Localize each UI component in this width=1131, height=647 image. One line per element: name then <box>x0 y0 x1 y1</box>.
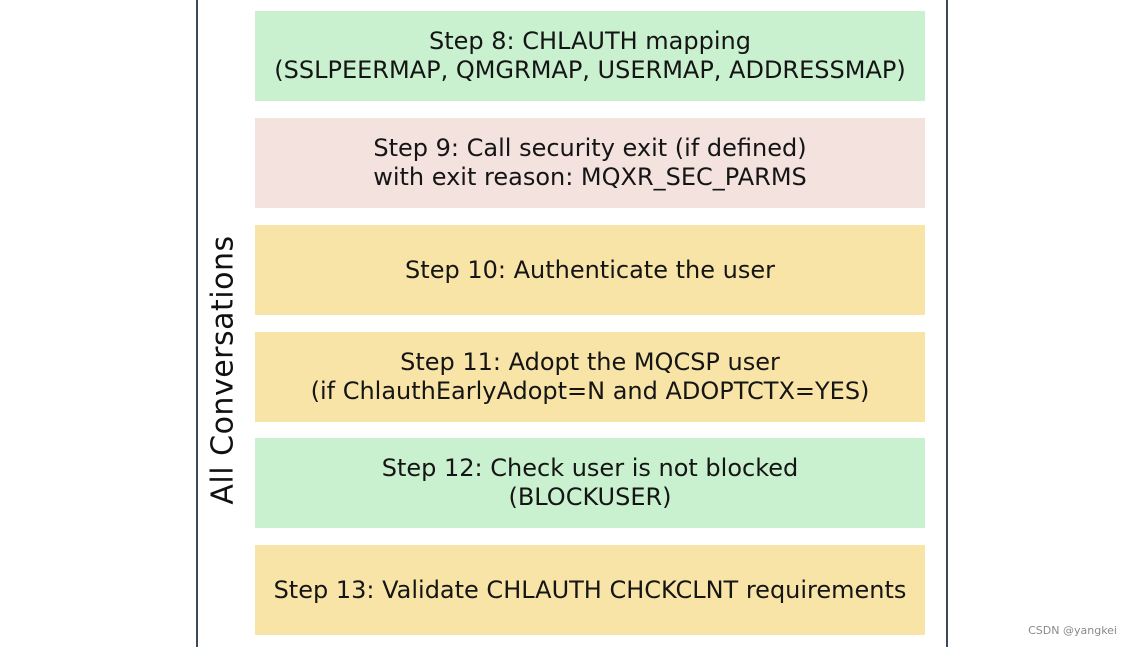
step-12-detail: (BLOCKUSER) <box>508 483 672 511</box>
watermark: CSDN @yangkei <box>1028 624 1117 637</box>
frame-left-border <box>196 0 198 647</box>
step-9-box: Step 9: Call security exit (if defined) … <box>255 118 925 208</box>
step-9-detail: with exit reason: MQXR_SEC_PARMS <box>373 163 807 191</box>
step-8-detail: (SSLPEERMAP, QMGRMAP, USERMAP, ADDRESSMA… <box>274 56 906 84</box>
frame-right-border <box>946 0 948 647</box>
step-11-box: Step 11: Adopt the MQCSP user (if Chlaut… <box>255 332 925 422</box>
step-13-box: Step 13: Validate CHLAUTH CHCKCLNT requi… <box>255 545 925 635</box>
step-12-title: Step 12: Check user is not blocked <box>381 454 799 482</box>
step-9-title: Step 9: Call security exit (if defined) <box>373 134 807 162</box>
step-8-title: Step 8: CHLAUTH mapping <box>429 27 751 55</box>
side-label: All Conversations <box>205 235 241 505</box>
step-12-box: Step 12: Check user is not blocked (BLOC… <box>255 438 925 528</box>
step-10-box: Step 10: Authenticate the user <box>255 225 925 315</box>
step-13-title: Step 13: Validate CHLAUTH CHCKCLNT requi… <box>273 575 907 604</box>
step-11-detail: (if ChlauthEarlyAdopt=N and ADOPTCTX=YES… <box>310 377 870 405</box>
step-10-title: Step 10: Authenticate the user <box>405 255 775 284</box>
step-8-box: Step 8: CHLAUTH mapping (SSLPEERMAP, QMG… <box>255 11 925 101</box>
step-11-title: Step 11: Adopt the MQCSP user <box>400 348 780 376</box>
